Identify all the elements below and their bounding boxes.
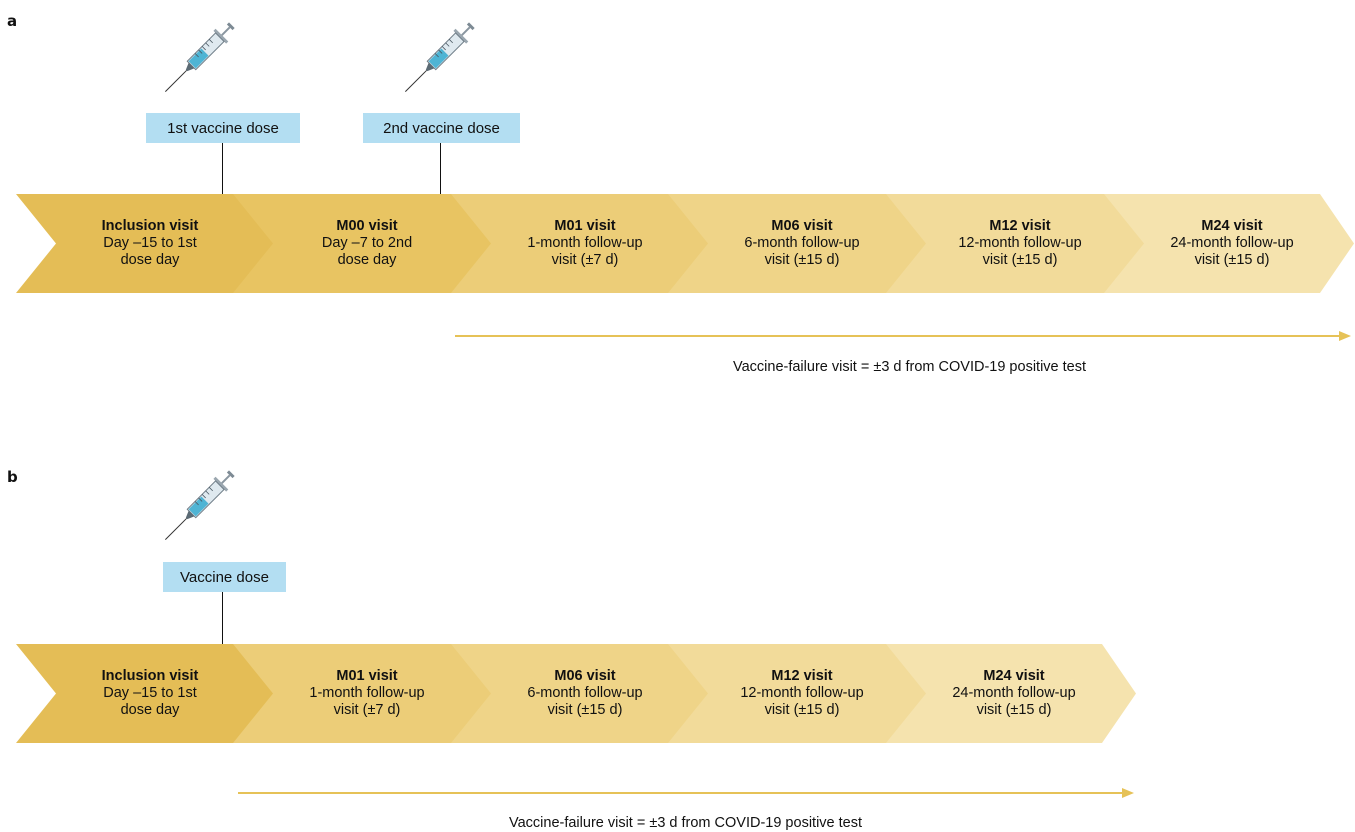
visit-title: M24 visit <box>1201 218 1263 234</box>
chevron-shape <box>451 194 715 293</box>
visit-timing: Day –15 to 1st dose day <box>103 685 197 718</box>
visit-title: M12 visit <box>771 668 833 684</box>
follow-up-arrow <box>238 788 1134 798</box>
chevron-shape <box>451 644 715 743</box>
panel-a-letter: a <box>7 12 18 30</box>
chevron-shape <box>233 644 497 743</box>
visit-title: M24 visit <box>983 668 1045 684</box>
visit-title: Inclusion visit <box>101 218 199 234</box>
visit-timing: 24-month follow-up visit (±15 d) <box>1170 235 1294 268</box>
visit-step: M24 visit 24-month follow-up visit (±15 … <box>1104 194 1354 293</box>
visit-timing: 1-month follow-up visit (±7 d) <box>527 235 643 268</box>
visit-step: M12 visit 12-month follow-up visit (±15 … <box>886 194 1150 293</box>
second-dose-label: 2nd vaccine dose <box>363 113 520 143</box>
chevron-shape <box>886 644 1136 743</box>
chevron-shape <box>886 194 1150 293</box>
visit-timing: 12-month follow-up visit (±15 d) <box>740 685 864 718</box>
visit-title: M01 visit <box>336 668 398 684</box>
syringe-icon <box>158 14 242 105</box>
visit-step: M06 visit 6-month follow-up visit (±15 d… <box>451 644 715 743</box>
visit-step: M12 visit 12-month follow-up visit (±15 … <box>668 644 932 743</box>
visit-title: M06 visit <box>554 668 616 684</box>
visit-title: M00 visit <box>336 218 398 234</box>
panel-b-letter: b <box>7 468 18 486</box>
visit-step: M24 visit 24-month follow-up visit (±15 … <box>886 644 1136 743</box>
visit-title: M12 visit <box>989 218 1051 234</box>
chevron-shape <box>668 644 932 743</box>
syringe-icon <box>158 462 242 553</box>
visit-timing: Day –7 to 2nd dose day <box>321 235 413 268</box>
visit-timing: 6-month follow-up visit (±15 d) <box>527 685 643 718</box>
visit-title: M01 visit <box>554 218 616 234</box>
follow-up-arrow <box>455 331 1351 341</box>
visit-step: Inclusion visit Day –15 to 1st dose day <box>16 644 280 743</box>
visit-timing: 24-month follow-up visit (±15 d) <box>952 685 1076 718</box>
chevron-shape <box>668 194 932 293</box>
visit-timing: 1-month follow-up visit (±7 d) <box>309 685 425 718</box>
vaccine-failure-note: Vaccine-failure visit = ±3 d from COVID-… <box>509 815 862 831</box>
visit-title: Inclusion visit <box>101 668 199 684</box>
visit-timing: 12-month follow-up visit (±15 d) <box>958 235 1082 268</box>
visit-title: M06 visit <box>771 218 833 234</box>
vaccine-dose-label: Vaccine dose <box>163 562 286 592</box>
syringe-icon <box>398 14 482 105</box>
visit-timing: 6-month follow-up visit (±15 d) <box>744 235 860 268</box>
visit-step: Inclusion visit Day –15 to 1st dose day <box>16 194 280 293</box>
visit-step: M06 visit 6-month follow-up visit (±15 d… <box>668 194 932 293</box>
chevron-shape <box>233 194 497 293</box>
vaccine-failure-note: Vaccine-failure visit = ±3 d from COVID-… <box>733 359 1086 375</box>
first-dose-stem <box>222 143 223 194</box>
visit-step: M01 visit 1-month follow-up visit (±7 d) <box>233 644 497 743</box>
visit-timing: Day –15 to 1st dose day <box>103 235 197 268</box>
second-dose-stem <box>440 143 441 194</box>
visit-step: M00 visit Day –7 to 2nd dose day <box>233 194 497 293</box>
vaccine-dose-stem <box>222 592 223 644</box>
chevron-shape <box>1104 194 1354 293</box>
visit-step: M01 visit 1-month follow-up visit (±7 d) <box>451 194 715 293</box>
first-dose-label: 1st vaccine dose <box>146 113 300 143</box>
chevron-shape <box>16 194 280 293</box>
chevron-shape <box>16 644 280 743</box>
